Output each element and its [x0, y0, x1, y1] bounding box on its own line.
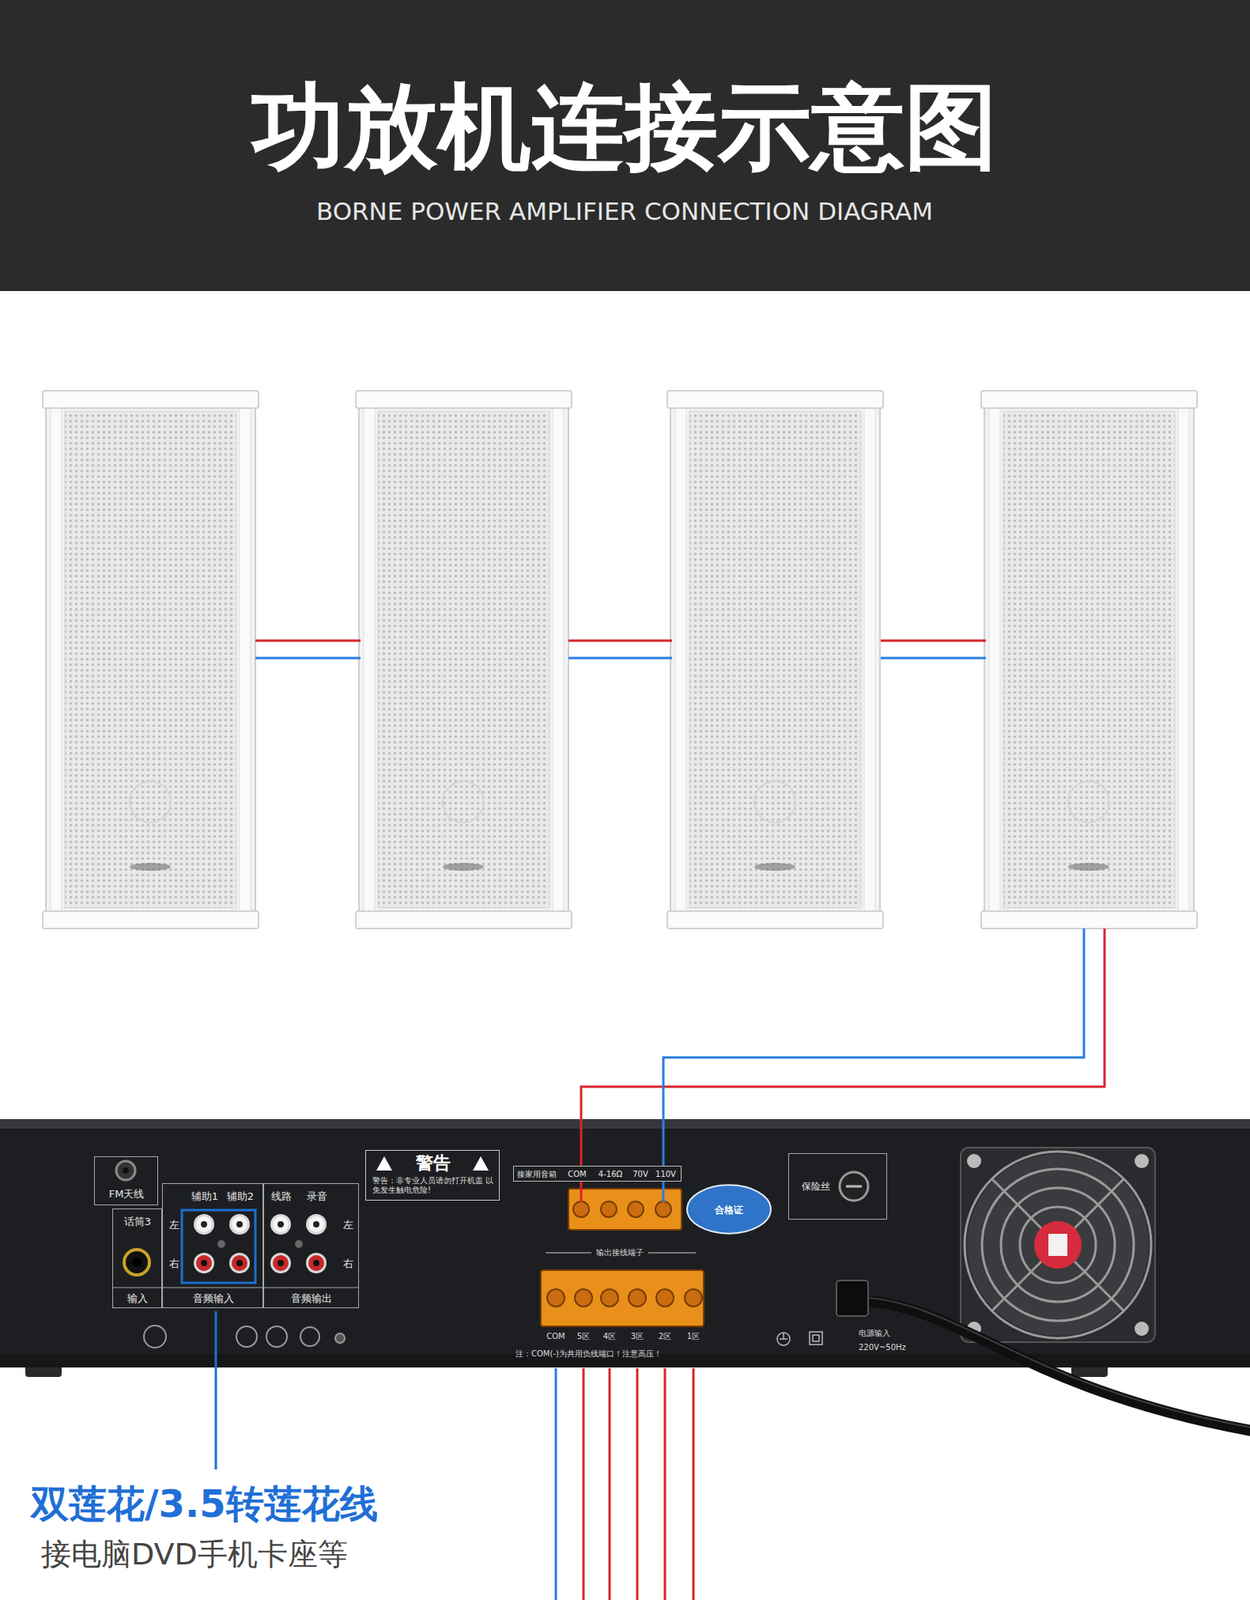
- node-text: 合格证: [714, 1204, 744, 1217]
- terminal-blocks: [540, 1188, 704, 1326]
- column-speaker: [981, 390, 1198, 929]
- zone-label: 5区: [577, 1331, 590, 1341]
- power-rating: 220V~50Hz: [858, 1342, 907, 1352]
- node-text: 右: [343, 1257, 354, 1270]
- terminal-caption: 输出接线端子: [596, 1247, 644, 1258]
- audio-output-box: 线路 录音左右音频输出: [263, 1182, 359, 1308]
- mic-input-box: 话筒3 输入: [112, 1208, 163, 1308]
- node-text: 接家用音箱: [517, 1169, 557, 1179]
- column-speaker: [355, 390, 572, 929]
- ground-symbol: [777, 1331, 823, 1345]
- column-speaker: [667, 390, 884, 929]
- node-text: COM: [567, 1169, 586, 1179]
- antenna-box: FM天线: [94, 1155, 159, 1205]
- node-text: 音频输入: [192, 1292, 235, 1305]
- header-band: [0, 0, 1250, 291]
- title: 功放机连接示意图: [251, 73, 998, 182]
- certificate-sticker: 合格证: [686, 1183, 772, 1235]
- column-speaker: [42, 390, 259, 929]
- amplifier-wires: [581, 928, 1105, 1202]
- cable-note: 接电脑DVD手机卡座等: [41, 1537, 348, 1572]
- node-text: 话筒3: [124, 1216, 152, 1228]
- warning-box: 警告警告：非专业人员请勿打开机盖 以免发生触电危险!: [365, 1149, 500, 1201]
- input-jacks: [116, 1160, 327, 1283]
- leader-line: [215, 1310, 218, 1470]
- fuse-holder: [839, 1171, 869, 1201]
- cooling-fan: [960, 1147, 1156, 1342]
- node-text: 左: [169, 1219, 180, 1232]
- power-cable: [836, 1280, 1250, 1433]
- node-text: 录音: [306, 1190, 328, 1203]
- node-text: 4-16Ω: [598, 1169, 623, 1179]
- node-text: FM天线: [109, 1188, 145, 1201]
- cable-callout: 双莲花/3.5转莲花线: [30, 1481, 378, 1526]
- node-text: 警告：非专业人员请勿打开机盖 以免发生触电危险!: [372, 1175, 495, 1195]
- node-text: 保险丝: [801, 1181, 831, 1193]
- zone-label: 3区: [630, 1331, 644, 1341]
- amplifier-rear-panel: [0, 1118, 1250, 1377]
- node-text: 左: [343, 1219, 354, 1232]
- subtitle: BORNE POWER AMPLIFIER CONNECTION DIAGRAM: [316, 197, 933, 227]
- audio-input-box: 辅助1 辅助2 左右音频输入: [162, 1182, 264, 1308]
- node-text: 70V: [632, 1169, 649, 1179]
- terminal-label-strip: 接家用音箱 COM 4-16Ω 70V 110V: [513, 1165, 682, 1182]
- note: 注：COM(-)为共用负线端口！注意高压！: [515, 1348, 662, 1359]
- power-label: 电源输入: [858, 1328, 891, 1338]
- zone-label: 1区: [687, 1331, 700, 1341]
- node-text: 警告: [415, 1152, 451, 1173]
- node-text: 110V: [655, 1169, 676, 1179]
- zone-wires: [555, 1367, 694, 1600]
- certification-marks: [143, 1325, 345, 1348]
- speaker-wires: [255, 640, 986, 658]
- node-text: 音频输出: [290, 1292, 333, 1305]
- zone-label: 2区: [658, 1331, 672, 1341]
- node-text: 右: [169, 1257, 180, 1270]
- node-text: 辅助1: [191, 1190, 219, 1203]
- node-text: 线路: [271, 1190, 292, 1203]
- zone-label: COM: [546, 1331, 565, 1341]
- node-text: 输入: [127, 1292, 148, 1305]
- fuse-box: 保险丝: [788, 1152, 888, 1220]
- zone-label: 4区: [603, 1331, 616, 1341]
- node-text: 辅助2: [226, 1190, 254, 1203]
